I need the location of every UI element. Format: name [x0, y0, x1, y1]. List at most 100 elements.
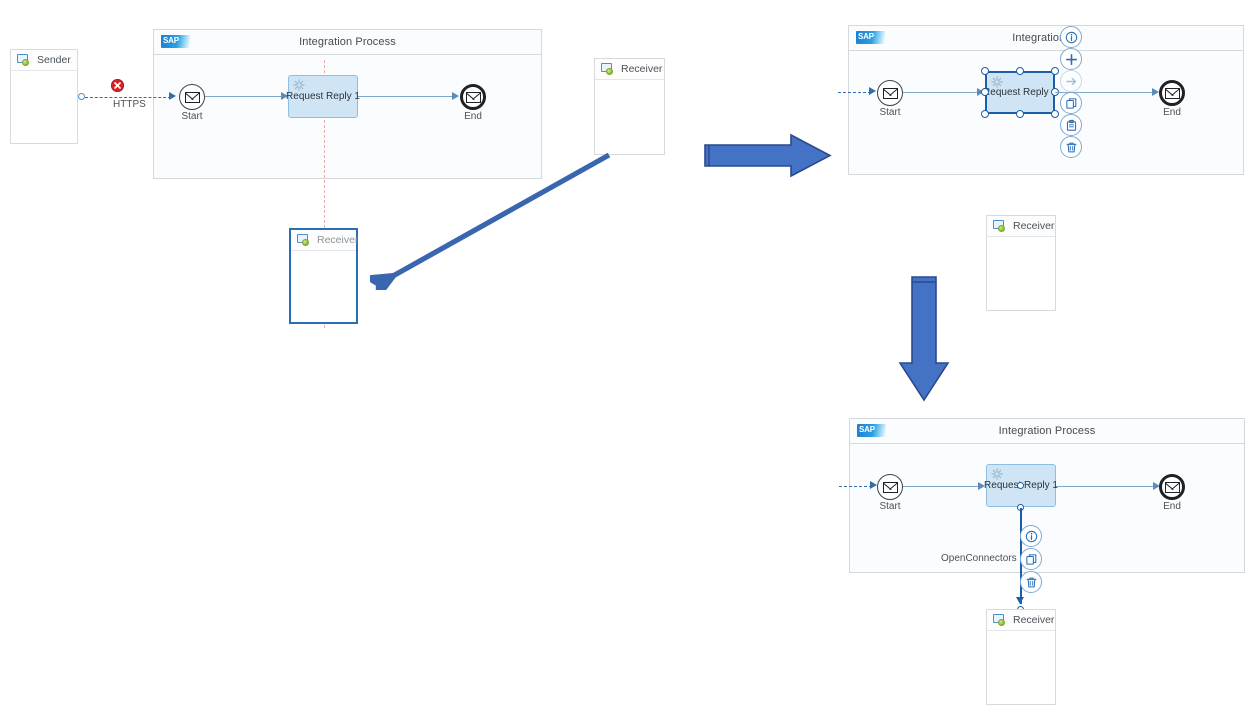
- toolbar-delete-button-step4[interactable]: [1020, 571, 1042, 593]
- receiver-dropped-header: Receiver: [291, 230, 358, 251]
- pool-header-step2: SAP Integration Pr: [849, 26, 1243, 51]
- receiver-step4-label: Receiver: [1013, 614, 1055, 626]
- arrow-right-icon: [1065, 77, 1076, 85]
- flow-task-to-end-step4[interactable]: [1056, 486, 1155, 488]
- flow-arrowhead-end-step1: [452, 92, 459, 100]
- toolbar-copy-button-step2[interactable]: [1060, 92, 1082, 114]
- pool-title-step4: Integration Process: [998, 425, 1096, 437]
- pool-title-step2: Integration Pr: [1012, 32, 1080, 44]
- request-reply-task-step1[interactable]: Request Reply 1: [286, 75, 360, 118]
- end-event-step1[interactable]: [460, 84, 486, 110]
- resize-handle-nw[interactable]: [981, 67, 989, 75]
- sap-logo-text: SAP: [859, 425, 875, 434]
- https-connector-line[interactable]: [85, 97, 171, 98]
- flow-task-to-end-step1[interactable]: [358, 96, 454, 98]
- pool-header-step4: SAP Integration Process: [850, 419, 1244, 444]
- https-connector-arrowhead: [169, 92, 176, 100]
- receiver-participant-step4[interactable]: Receiver: [986, 609, 1056, 705]
- resize-handle-s[interactable]: [1016, 110, 1024, 118]
- sap-logo-icon: SAP: [161, 35, 190, 48]
- request-reply-icon: [991, 468, 1003, 480]
- resize-handle-sw[interactable]: [981, 110, 989, 118]
- flow-arrowhead-end-step4: [1153, 482, 1160, 490]
- sender-participant[interactable]: Sender: [10, 49, 78, 144]
- openconnectors-arrowhead: [1016, 597, 1024, 604]
- receiver-step4-header: Receiver: [987, 610, 1055, 631]
- openconnectors-connector-label: OpenConnectors: [941, 553, 1017, 564]
- incoming-arrowhead-step4: [870, 481, 877, 489]
- message-end-event-icon: [1164, 481, 1180, 493]
- message-start-event-icon: [882, 481, 898, 493]
- message-end-event-icon: [1164, 87, 1180, 99]
- participant-icon: [993, 614, 1006, 626]
- pool-header-step1: SAP Integration Process: [154, 30, 541, 55]
- sap-logo-icon: SAP: [857, 424, 886, 437]
- message-start-event-icon: [184, 91, 200, 103]
- flow-start-to-task-step4[interactable]: [903, 486, 980, 488]
- flow-arrowhead-task-step4: [978, 482, 985, 490]
- receiver-participant-step3[interactable]: Receiver: [986, 215, 1056, 311]
- message-start-event-icon: [882, 87, 898, 99]
- incoming-connector-step4[interactable]: [839, 486, 872, 487]
- sap-logo-text: SAP: [858, 32, 874, 41]
- step-arrow-right: [703, 133, 833, 178]
- drag-receiver-arrow: [370, 150, 615, 290]
- toolbar-add-button-step2[interactable]: [1060, 48, 1082, 70]
- toolbar-info-button-step2[interactable]: [1060, 26, 1082, 48]
- toolbar-copy-button-step4[interactable]: [1020, 548, 1042, 570]
- copy-icon: [1025, 553, 1036, 565]
- toolbar-connect-button-step2[interactable]: [1060, 70, 1082, 92]
- request-reply-task-step2[interactable]: Request Reply 1: [983, 71, 1057, 114]
- flow-start-to-task-step1[interactable]: [205, 96, 283, 98]
- resize-handle-ne[interactable]: [1051, 67, 1059, 75]
- info-icon: [1065, 31, 1077, 43]
- end-event-label-step2: End: [1163, 107, 1181, 118]
- trash-icon: [1066, 142, 1076, 152]
- sender-connector-endpoint[interactable]: [78, 93, 85, 100]
- pool-title-step1: Integration Process: [299, 36, 396, 48]
- participant-icon: [993, 220, 1006, 232]
- participant-icon: [297, 234, 310, 246]
- receiver-step3-header: Receiver: [987, 216, 1055, 237]
- request-reply-task-label-step2: Request Reply 1: [983, 87, 1057, 98]
- receiver-step3-label: Receiver: [1013, 220, 1055, 232]
- flow-arrowhead-task-step1: [281, 92, 288, 100]
- end-event-label-step4: End: [1163, 501, 1181, 512]
- receiver-participant-source[interactable]: Receiver: [594, 58, 665, 155]
- sap-logo-text: SAP: [163, 36, 179, 45]
- resize-handle-se[interactable]: [1051, 110, 1059, 118]
- start-event-step1[interactable]: [179, 84, 205, 110]
- https-connector-label: HTTPS: [113, 99, 146, 110]
- end-event-step2[interactable]: [1159, 80, 1185, 106]
- incoming-arrowhead-step2: [869, 87, 876, 95]
- toolbar-paste-button-step2[interactable]: [1060, 114, 1082, 136]
- incoming-connector-step2[interactable]: [838, 92, 871, 93]
- flow-start-to-task-step2[interactable]: [903, 92, 979, 94]
- start-event-label-step1: Start: [181, 111, 203, 122]
- openconnectors-source-endpoint[interactable]: [1017, 482, 1024, 489]
- start-event-step4[interactable]: [877, 474, 903, 500]
- toolbar-info-button-step4[interactable]: [1020, 525, 1042, 547]
- error-icon[interactable]: [111, 79, 124, 92]
- receiver-participant-dropped[interactable]: Receiver: [289, 228, 358, 324]
- plus-icon: [1065, 53, 1077, 65]
- flow-task-to-end-step2[interactable]: [1055, 92, 1154, 94]
- request-reply-icon: [293, 79, 305, 91]
- info-icon: [1025, 530, 1037, 542]
- step-arrow-down: [896, 275, 952, 403]
- start-event-step2[interactable]: [877, 80, 903, 106]
- alignment-guide-line: [324, 60, 325, 328]
- flow-arrowhead-end-step2: [1152, 88, 1159, 96]
- participant-icon: [601, 63, 614, 75]
- sender-label: Sender: [37, 54, 71, 66]
- flow-arrowhead-task-step2: [977, 88, 984, 96]
- sap-logo-icon: SAP: [856, 31, 885, 44]
- resize-handle-n[interactable]: [1016, 67, 1024, 75]
- end-event-label-step1: End: [464, 111, 482, 122]
- toolbar-delete-button-step2[interactable]: [1060, 136, 1082, 158]
- end-event-step4[interactable]: [1159, 474, 1185, 500]
- request-reply-icon: [991, 76, 1003, 88]
- receiver-source-header: Receiver: [595, 59, 664, 80]
- resize-handle-w[interactable]: [981, 88, 989, 96]
